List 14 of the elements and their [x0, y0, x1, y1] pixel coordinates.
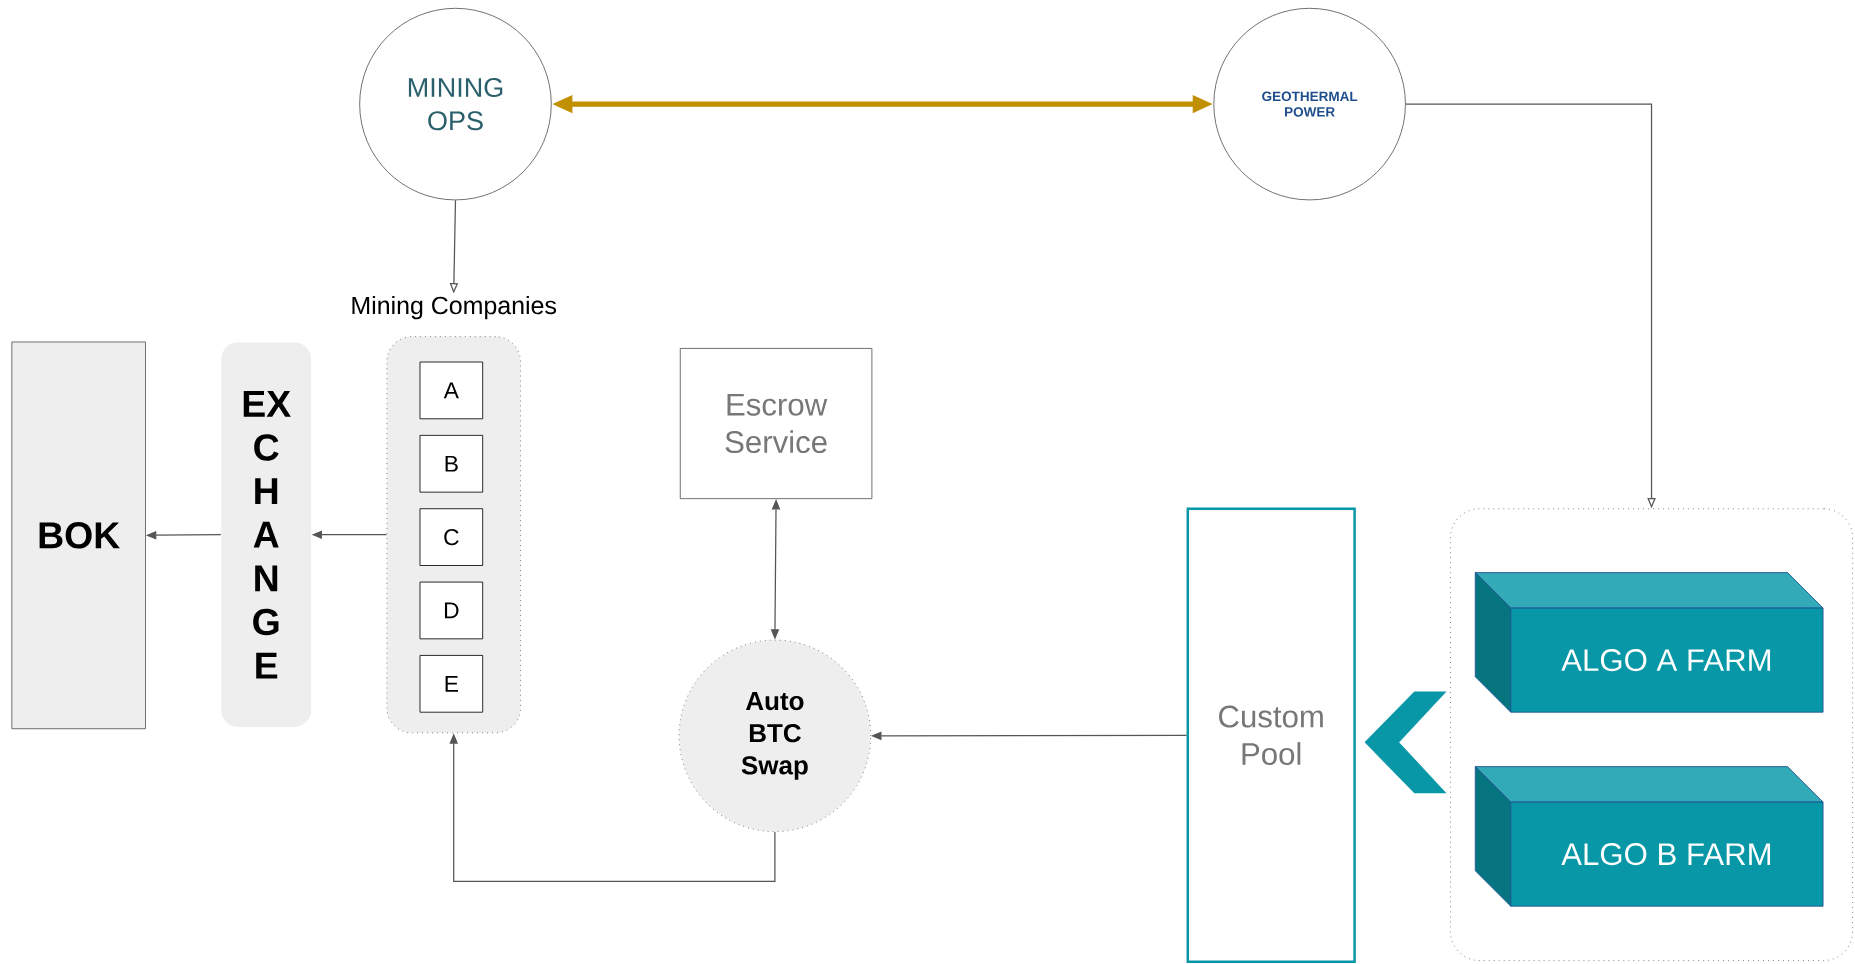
exchange-box: EX C H A N G E — [221, 342, 312, 727]
company-box: D — [419, 581, 484, 640]
company-box: E — [419, 654, 484, 713]
bank-box: BOK — [11, 341, 146, 730]
company-box: C — [419, 508, 484, 566]
company-box: B — [419, 434, 484, 493]
company-box: A — [419, 361, 484, 420]
group-heading: Mining Companies — [352, 295, 556, 320]
pool-box: Custom Pool — [1186, 507, 1356, 963]
service-box: Escrow Service — [679, 347, 873, 499]
farm-block: ALGO B FARM — [1474, 766, 1824, 907]
farm-block: ALGO A FARM — [1474, 572, 1824, 713]
chevron-arrow — [1364, 691, 1447, 794]
farm-group-box — [1450, 508, 1854, 961]
